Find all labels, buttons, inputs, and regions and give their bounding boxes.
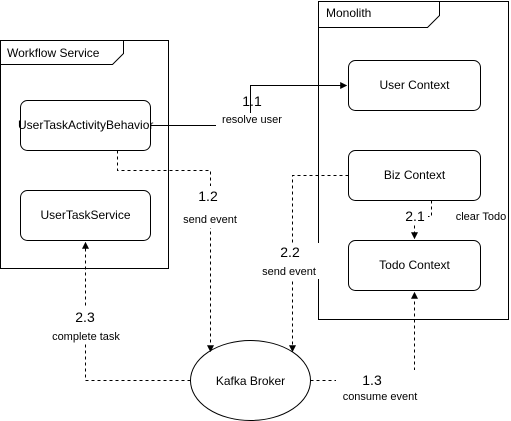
edge-1-3-label: consume event (343, 391, 418, 403)
edge-1-1-number: 1.1 (242, 93, 262, 109)
user-context-node: User Context (348, 60, 481, 111)
edge-1-3-number: 1.3 (362, 372, 382, 388)
edge-2-1-number: 2.1 (405, 208, 425, 224)
edge-1-2-number: 1.2 (198, 188, 218, 204)
workflow-service-label: Workflow Service (7, 46, 100, 60)
edge-1-2-label: send event (183, 214, 237, 226)
kafka-broker-node: Kafka Broker (190, 340, 311, 421)
todo-context-label: Todo Context (379, 258, 450, 272)
user-task-service-label: UserTaskService (40, 208, 130, 222)
biz-context-label: Biz Context (384, 168, 446, 182)
todo-context-node: Todo Context (348, 240, 481, 291)
edge-clear-todo: 2.1 clear Todo (402, 200, 507, 240)
edge-2-2-number: 2.2 (280, 244, 300, 260)
user-task-activity-node: UserTaskActivityBehavior (18, 100, 153, 151)
edge-1-1-label: resolve user (222, 114, 282, 126)
biz-context-node: Biz Context (348, 150, 481, 201)
edge-resolve-user: 1.1 resolve user (150, 82, 348, 127)
edge-2-3-number: 2.3 (75, 309, 95, 325)
edge-2-3-label: complete task (52, 331, 120, 343)
edge-complete-task: 2.3 complete task (44, 241, 191, 381)
edge-consume-event: 1.3 consume event (310, 291, 418, 406)
edge-send-event-1-2: 1.2 send event (117, 150, 242, 353)
user-context-label: User Context (379, 78, 450, 92)
user-task-activity-label: UserTaskActivityBehavior (18, 118, 153, 132)
edge-2-2-label: send event (262, 266, 316, 278)
user-task-service-node: UserTaskService (20, 190, 151, 241)
edge-2-1-label: clear Todo (456, 211, 507, 223)
edge-send-event-2-2: 2.2 send event (256, 175, 349, 353)
monolith-label: Monolith (326, 6, 371, 20)
kafka-broker-label: Kafka Broker (216, 374, 285, 388)
